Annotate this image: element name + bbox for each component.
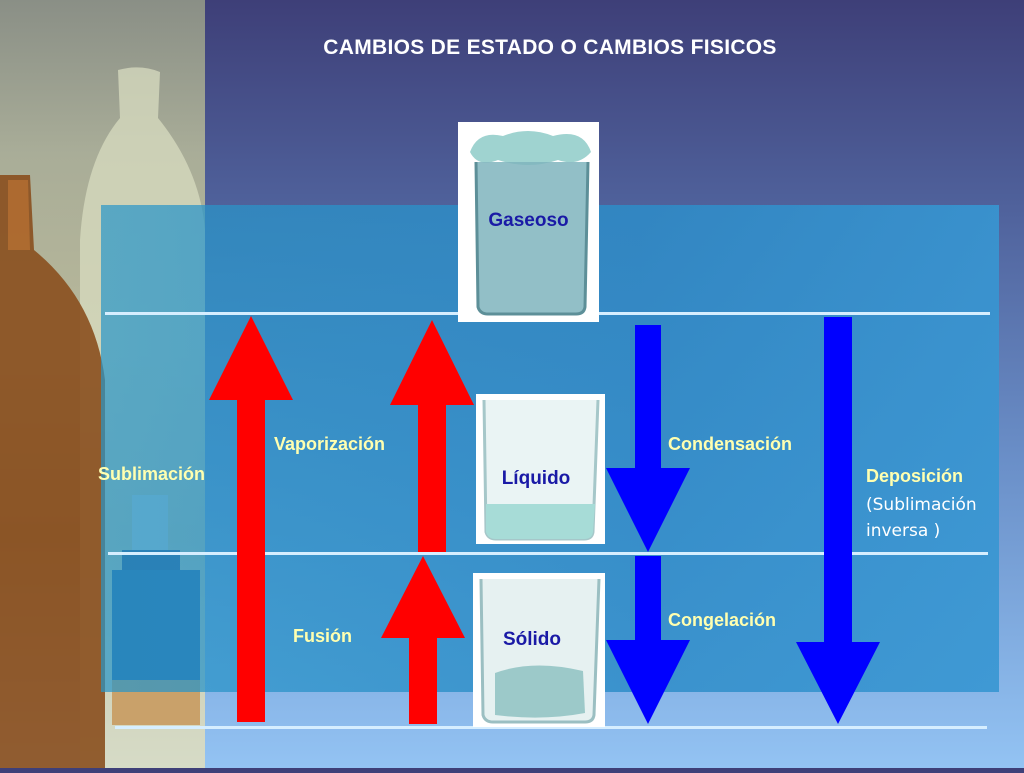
sublimation-arrow — [209, 316, 293, 722]
sublimation-label: Sublimación — [98, 464, 205, 485]
deposition-label: Deposición — [866, 466, 963, 487]
fusion-arrow — [381, 556, 465, 724]
deposition-note-line1: (Sublimación — [866, 494, 977, 516]
vaporization-label: Vaporización — [274, 434, 385, 455]
condensation-label: Condensación — [668, 434, 792, 455]
freezing-label: Congelación — [668, 610, 776, 631]
freezing-arrow — [606, 556, 690, 724]
fusion-label: Fusión — [293, 626, 352, 647]
deposition-note-line2: inversa ) — [866, 520, 940, 542]
vaporization-arrow — [390, 320, 474, 552]
